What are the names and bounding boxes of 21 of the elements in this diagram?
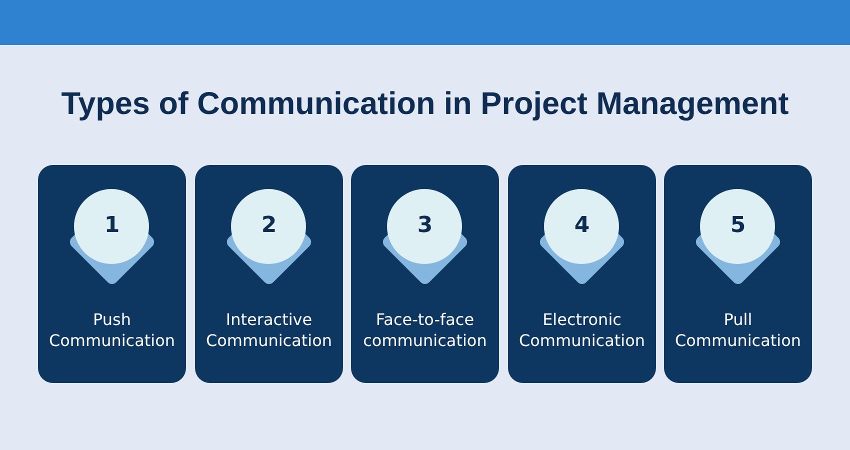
type-card (351, 165, 499, 383)
number-badge (537, 189, 627, 287)
type-card (38, 165, 186, 383)
step-number: 3 (417, 213, 433, 239)
step-number: 5 (730, 213, 746, 239)
number-badge (67, 189, 157, 287)
step-number: 2 (261, 213, 277, 239)
card-title: Face-to-face communication (362, 309, 488, 351)
type-card (508, 165, 656, 383)
step-number: 1 (104, 213, 120, 239)
card-title: Interactive Communication (204, 309, 334, 351)
card-title: Electronic Communication (518, 309, 646, 351)
number-badge (380, 189, 470, 287)
type-card (195, 165, 343, 383)
title: Types of Communication in Project Management (61, 85, 789, 122)
card-title: Pull Communication (674, 309, 802, 351)
number-badge (693, 189, 783, 287)
type-card (664, 165, 812, 383)
card-title: Push Communication (48, 309, 176, 351)
step-number: 4 (574, 213, 590, 239)
number-badge (224, 189, 314, 287)
